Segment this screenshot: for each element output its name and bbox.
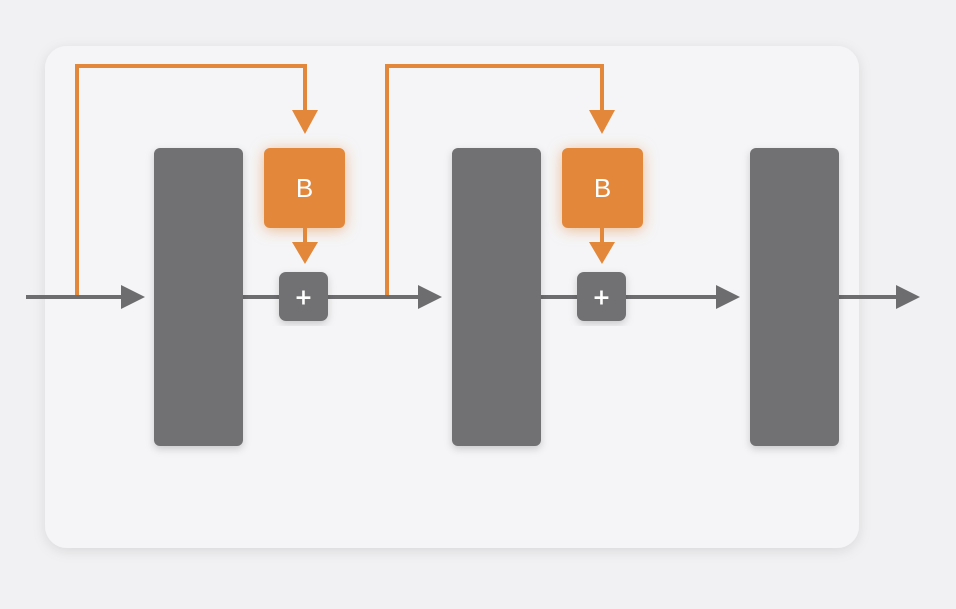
- input-arrowhead: [121, 285, 145, 309]
- block-to-adder-arrowhead-2: [589, 242, 615, 264]
- block-b-2-label: B: [594, 173, 611, 203]
- block-b-1: B: [264, 148, 345, 228]
- adder-1: +: [279, 272, 328, 321]
- layer-3: [750, 148, 839, 446]
- block-to-adder-arrowhead-1: [292, 242, 318, 264]
- skip-arrowhead-2: [589, 110, 615, 134]
- flow-arrowhead-1: [418, 285, 442, 309]
- flow-arrowhead-2: [716, 285, 740, 309]
- block-b-2: B: [562, 148, 643, 228]
- adder-2-symbol: +: [592, 286, 610, 311]
- skip-connection-1: [75, 64, 307, 297]
- output-arrowhead: [896, 285, 920, 309]
- adder-1-symbol: +: [294, 286, 312, 311]
- block-b-1-label: B: [296, 173, 313, 203]
- skip-connection-2: [385, 64, 604, 297]
- layer-2: [452, 148, 541, 446]
- adder-2: +: [577, 272, 626, 321]
- layer-1: [154, 148, 243, 446]
- skip-arrowhead-1: [292, 110, 318, 134]
